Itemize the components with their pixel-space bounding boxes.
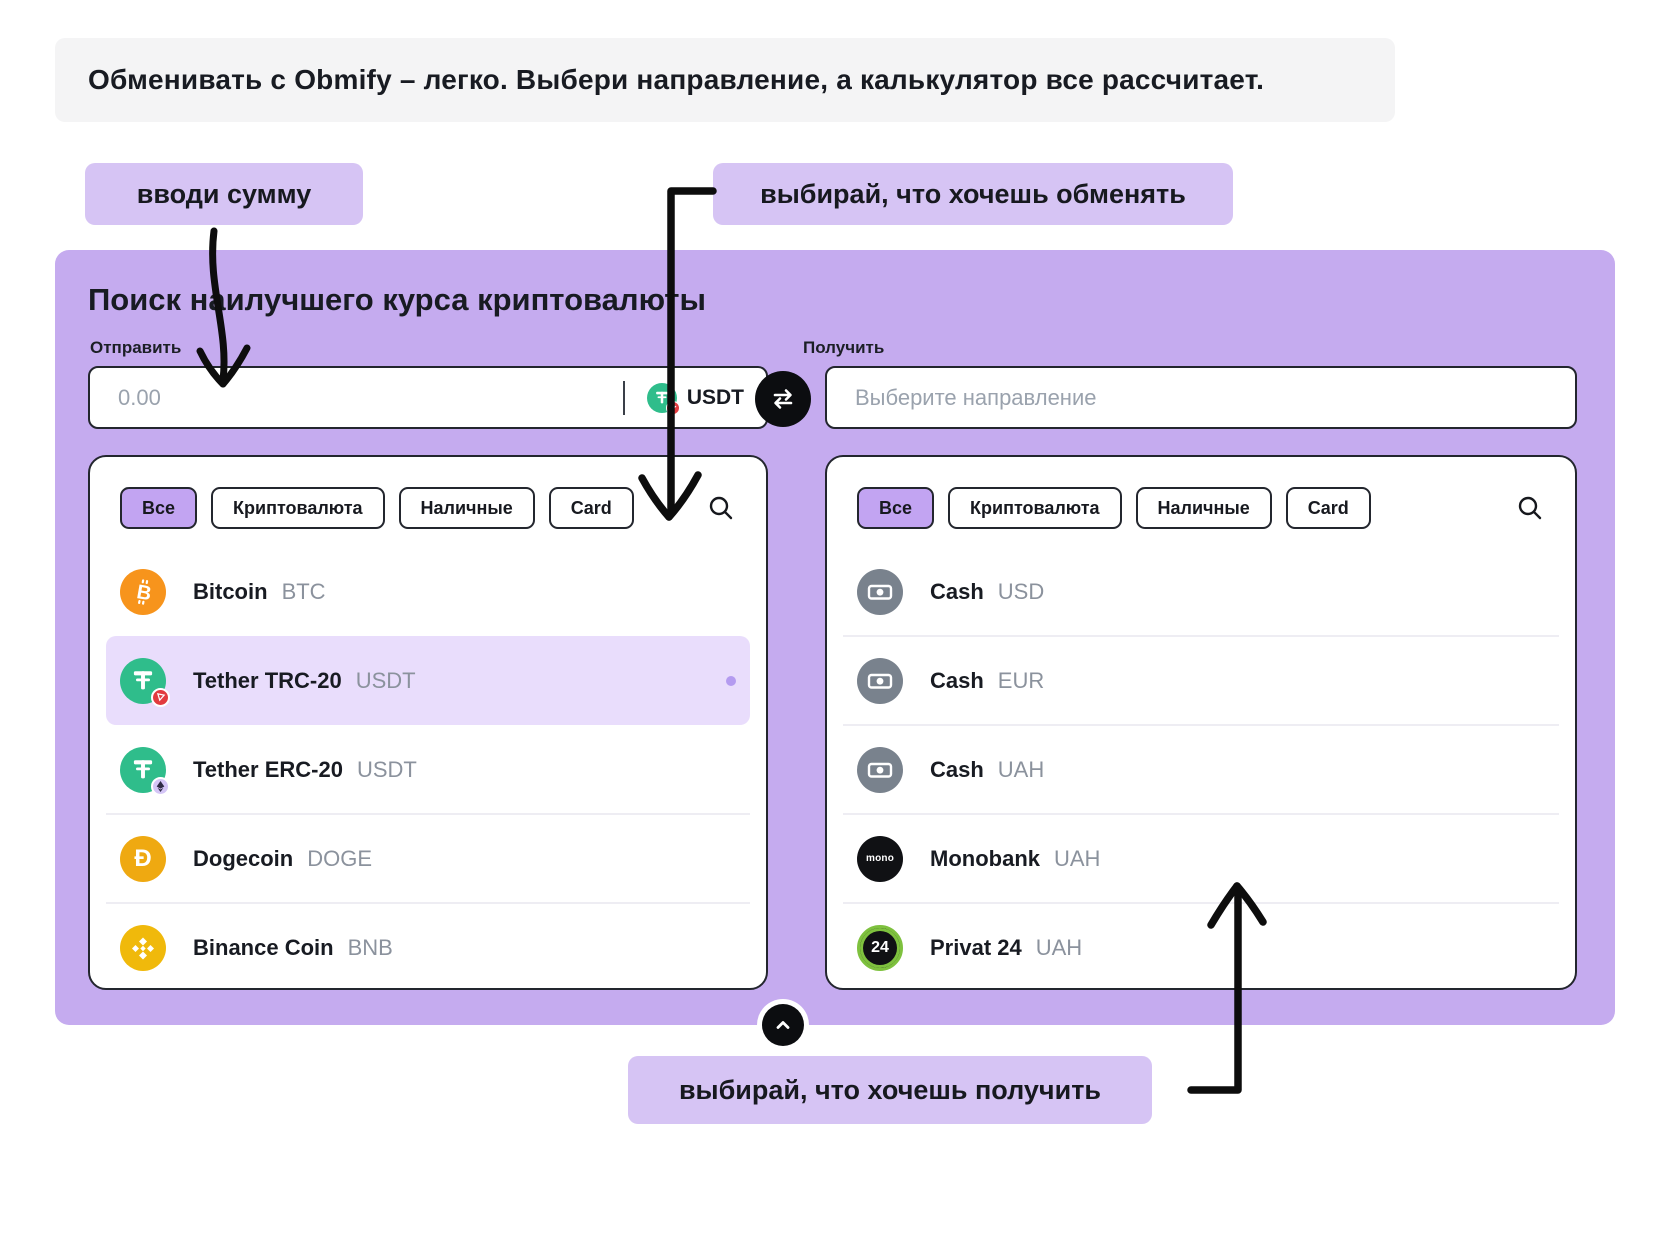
selected-dot (726, 675, 736, 686)
filter-cash[interactable]: Наличные (398, 487, 535, 529)
list-item-cash-eur[interactable]: Cash EUR (827, 635, 1575, 725)
chevron-up-icon (776, 1021, 790, 1029)
monobank-icon-text: mono (865, 853, 895, 864)
svg-text:B: B (135, 581, 153, 605)
coin-name: Tether TRC-20 (193, 667, 342, 693)
tether-tron-icon (646, 382, 680, 415)
swap-button[interactable] (755, 371, 811, 427)
coin-name: Monobank (930, 845, 1040, 871)
cash-icon (857, 746, 903, 793)
cash-icon (857, 657, 903, 704)
coin-name: Cash (930, 578, 984, 604)
callout-choose-receive-text: выбирай, что хочешь получить (678, 1074, 1102, 1105)
filter-crypto[interactable]: Криптовалюта (948, 487, 1122, 529)
coin-name: Dogecoin (193, 845, 294, 871)
privat24-icon-text: 24 (871, 938, 889, 956)
collapse-button[interactable] (762, 1004, 804, 1046)
coin-name: Tether ERC-20 (193, 756, 343, 782)
list-item-cash-usd[interactable]: Cash USD (827, 547, 1575, 636)
send-token-select[interactable]: USDT (646, 382, 766, 415)
filter-card[interactable]: Card (1285, 487, 1371, 529)
amount-input[interactable] (90, 368, 623, 427)
dogecoin-icon: Đ (120, 835, 166, 882)
calculator-panel: Поиск наилучшего курса криптовалюты Отпр… (55, 250, 1615, 1025)
monobank-icon: mono (857, 835, 903, 882)
list-item-binance-coin[interactable]: Binance Coin BNB (90, 902, 766, 988)
send-dropdown: Все Криптовалюта Наличные Card B (88, 455, 768, 990)
coin-ticker: BTC (281, 578, 326, 604)
privat24-icon: 24 (857, 924, 903, 971)
tron-badge-icon (151, 687, 170, 707)
receive-filter-chips: Все Криптовалюта Наличные Card (857, 487, 1545, 529)
send-token-label: USDT (686, 385, 744, 409)
intro-banner: Обменивать с Obmify – легко. Выбери напр… (55, 38, 1395, 122)
list-item-monobank-uah[interactable]: mono Monobank UAH (827, 813, 1575, 903)
search-icon[interactable] (706, 493, 736, 523)
callout-enter-amount: вводи сумму (85, 163, 363, 225)
coin-ticker: UAH (1035, 934, 1083, 960)
receive-coin-list: Cash USD Cash EUR (827, 547, 1575, 988)
cash-icon (857, 568, 903, 615)
receive-label: Получить (803, 338, 885, 357)
list-item-tether-trc20[interactable]: Tether TRC-20 USDT (106, 636, 750, 725)
receive-dropdown: Все Криптовалюта Наличные Card (825, 455, 1577, 990)
search-icon[interactable] (1515, 493, 1545, 523)
coin-name: Cash (930, 667, 984, 693)
callout-choose-send: выбирай, что хочешь обменять (713, 163, 1233, 225)
filter-crypto[interactable]: Криптовалюта (211, 487, 385, 529)
list-item-tether-erc20[interactable]: Tether ERC-20 USDT (90, 725, 766, 814)
tron-badge-icon (665, 400, 680, 415)
filter-all[interactable]: Все (857, 487, 935, 529)
coin-ticker: DOGE (307, 845, 373, 871)
send-label: Отправить (90, 338, 182, 357)
callout-choose-receive: выбирай, что хочешь получить (628, 1056, 1152, 1124)
list-item-privat24-uah[interactable]: 24 Privat 24 UAH (827, 902, 1575, 988)
coin-name: Cash (930, 756, 984, 782)
binance-icon (120, 924, 166, 971)
coin-name: Binance Coin (193, 934, 334, 960)
coin-name: Privat 24 (930, 934, 1022, 960)
coin-ticker: USD (997, 578, 1045, 604)
swap-icon (773, 389, 793, 409)
input-divider (622, 380, 625, 415)
coin-ticker: UAH (1054, 845, 1101, 871)
send-filter-chips: Все Криптовалюта Наличные Card (120, 487, 736, 529)
tether-tron-icon (120, 657, 170, 707)
coin-ticker: USDT (355, 667, 416, 693)
send-coin-list: B Bitcoin BTC (90, 547, 766, 988)
calculator-title: Поиск наилучшего курса криптовалюты (88, 282, 706, 317)
direction-input[interactable] (827, 368, 1575, 427)
coin-ticker: BNB (347, 934, 393, 960)
callout-enter-amount-text: вводи сумму (136, 178, 312, 209)
intro-banner-text: Обменивать с Obmify – легко. Выбери напр… (88, 64, 1265, 95)
filter-all[interactable]: Все (120, 487, 198, 529)
tether-eth-icon (120, 746, 170, 796)
coin-ticker: UAH (997, 756, 1045, 782)
send-input-box: USDT (88, 366, 768, 429)
list-item-cash-uah[interactable]: Cash UAH (827, 724, 1575, 814)
list-item-bitcoin[interactable]: B Bitcoin BTC (90, 547, 766, 636)
list-item-dogecoin[interactable]: Đ Dogecoin DOGE (90, 813, 766, 903)
callout-choose-send-text: выбирай, что хочешь обменять (760, 178, 1186, 209)
filter-cash[interactable]: Наличные (1135, 487, 1272, 529)
receive-input-box (825, 366, 1577, 429)
coin-name: Bitcoin (193, 578, 268, 604)
filter-card[interactable]: Card (548, 487, 634, 529)
ethereum-badge-icon (151, 776, 170, 796)
bitcoin-icon: B (120, 568, 166, 615)
coin-ticker: USDT (356, 756, 417, 782)
coin-ticker: EUR (997, 667, 1045, 693)
